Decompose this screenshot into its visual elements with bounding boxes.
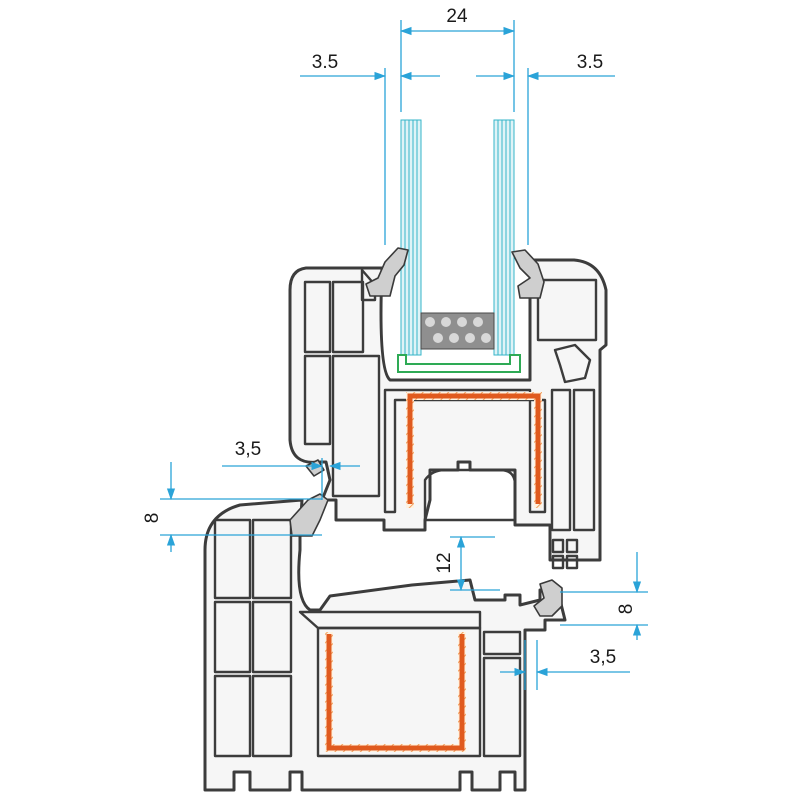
- dim-sash-overlap: 3,5: [235, 439, 261, 460]
- glass-pane-left: [400, 119, 422, 356]
- dim-rebate-right-top: 3.5: [577, 52, 603, 73]
- sash-steel-reinforcement: [406, 392, 542, 508]
- frame-steel-reinforcement: [325, 632, 466, 752]
- dim-gasket-height-right: 8: [616, 604, 637, 615]
- glass-pane-right: [493, 119, 515, 356]
- dim-gasket-height-left: 8: [142, 513, 163, 524]
- sash-profile: [288, 258, 608, 570]
- gaskets: [289, 247, 563, 617]
- dimension-labels: 24 3.5 3.5 3,5 8 12 8 3,5: [142, 6, 637, 668]
- glazing-bead-setting-block: [397, 354, 521, 373]
- dim-rebate-left-top: 3.5: [312, 52, 338, 73]
- glass-unit: [397, 119, 521, 373]
- dimension-lines: [160, 20, 648, 690]
- gasket-frame-right: [533, 579, 563, 617]
- dim-rebate-right-bottom: 3,5: [590, 647, 616, 668]
- dim-glass-gap: 24: [446, 6, 468, 27]
- dim-frame-height: 12: [434, 552, 455, 573]
- gasket-top-right: [511, 249, 545, 299]
- gasket-top-left: [365, 247, 409, 297]
- glass-spacer: [420, 312, 495, 350]
- frame-profile: [203, 498, 567, 792]
